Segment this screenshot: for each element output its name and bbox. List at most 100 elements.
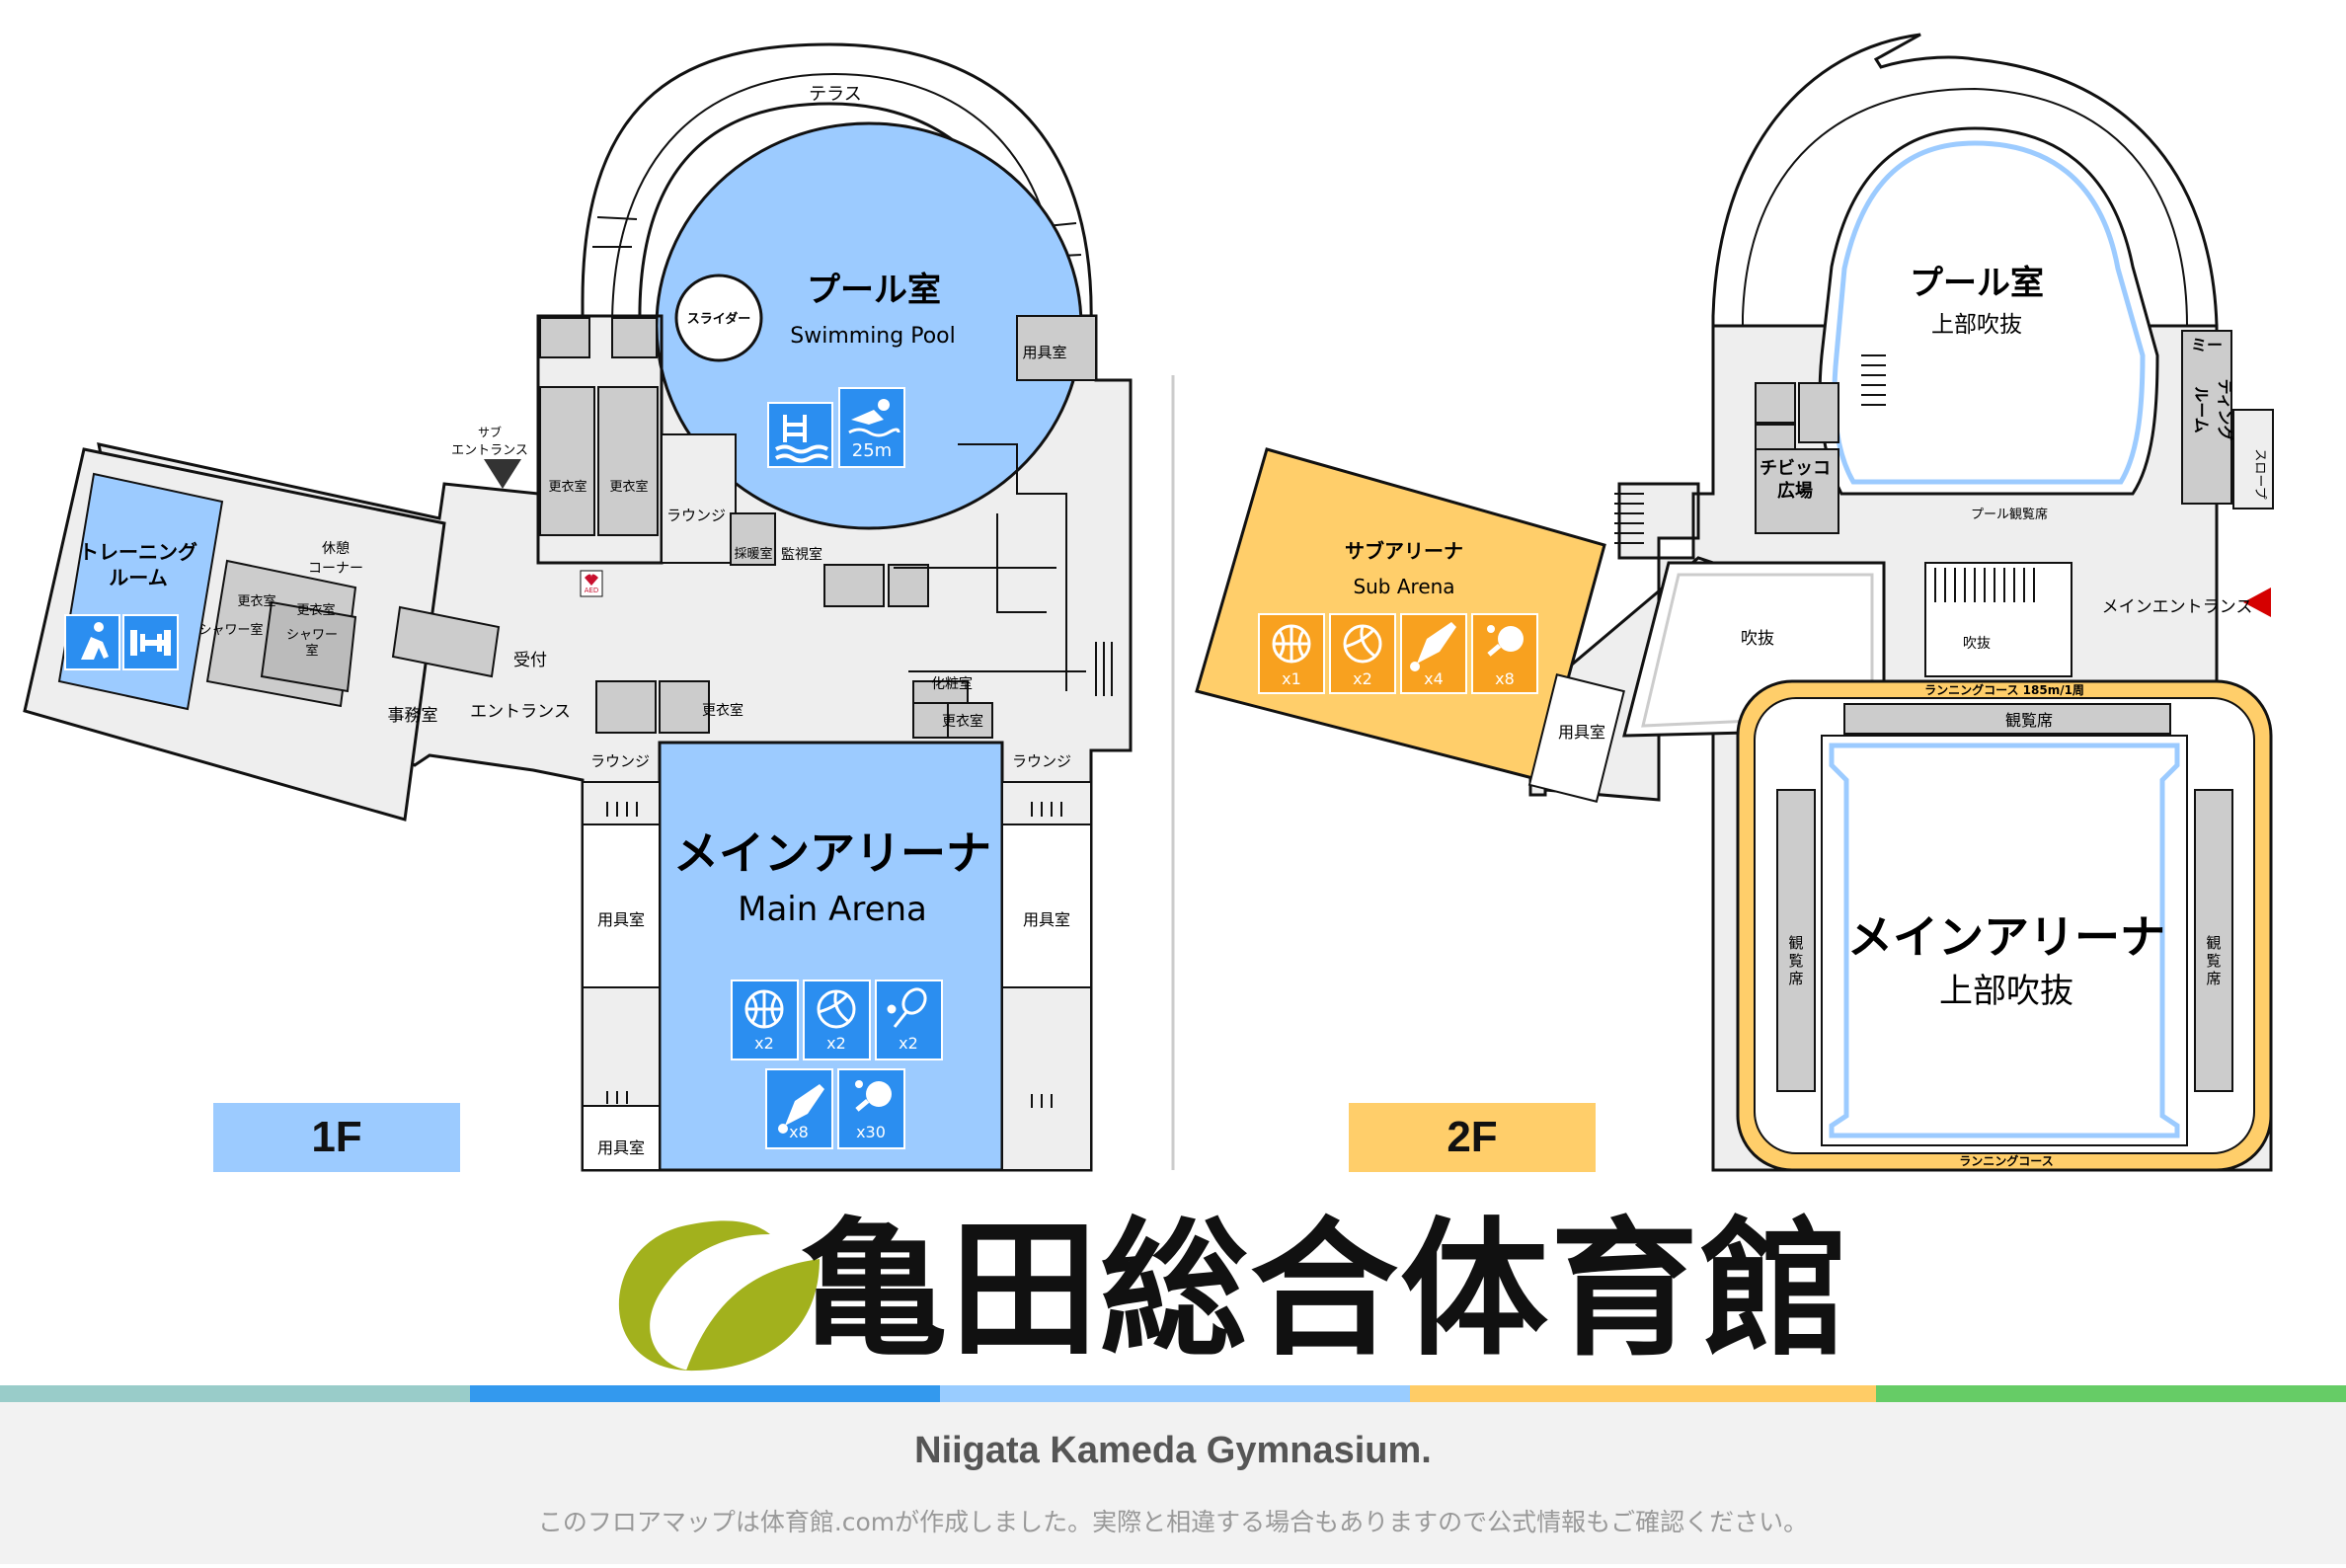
left-stairs-2f: [1614, 493, 1644, 544]
seats-right-label-2: 覧: [2206, 952, 2221, 970]
swimmer-icon: [848, 399, 900, 437]
volleyball-icon: [817, 989, 856, 1029]
arena-2f-subtitle: 上部吹抜: [1939, 972, 2073, 1011]
locker-b-label: 更衣室: [609, 479, 648, 495]
sub-entrance-label-2: エントランス: [451, 443, 528, 458]
office-label: 事務室: [388, 706, 438, 726]
aed-icon: [585, 574, 598, 586]
shower-label-2b: 室: [305, 643, 318, 659]
sub-arena-court-icons: x1 x2 x4 x8: [1258, 613, 1538, 694]
powder-room-label: 化粧室: [931, 675, 973, 692]
slope-label: スロープ: [2252, 448, 2267, 499]
seats-top-label: 観覧席: [2005, 711, 2053, 730]
logo-leaf-icon: [618, 1220, 820, 1372]
sub-arena-storage: [1527, 673, 1625, 803]
meeting-room: [2181, 330, 2232, 505]
pool-seats-label: プール観覧席: [1971, 507, 2048, 522]
court-count-5: x30: [856, 1123, 886, 1141]
reception-label: 受付: [513, 651, 547, 670]
rest-corner-label-2: コーナー: [308, 561, 363, 577]
basketball-icon: [744, 989, 784, 1029]
tennis-icon: [887, 987, 927, 1028]
floor-1-badge: 1F: [213, 1103, 460, 1172]
training-label-2: ルーム: [109, 566, 167, 589]
seats-left-label-3: 席: [1788, 970, 1803, 987]
entrance-label: エントランス: [470, 702, 571, 722]
storage-2f-label: 用具室: [1558, 723, 1605, 742]
floor-2-badge: 2F: [1349, 1103, 1596, 1172]
storage-top-label: 用具室: [1022, 344, 1066, 361]
floor-2: x1 x2 x4 x8 プール室 上部吹抜 ミー ティング ルーム スロープ チ…: [1195, 33, 2274, 1172]
locker-a-label: 更衣室: [548, 479, 586, 495]
color-stripe-5: [1876, 1385, 2346, 1402]
court-count-4: x8: [789, 1123, 809, 1141]
pool-atrium-inner: [1832, 140, 2146, 485]
lounge-right-label: ラウンジ: [1012, 752, 1071, 770]
dome-inner-line: [1742, 87, 2188, 523]
court-tile-4: [765, 1068, 833, 1149]
storage-bottom-label: 用具室: [597, 1138, 645, 1157]
table-tennis-icon: [1487, 625, 1524, 657]
kids-label-2: 広場: [1777, 480, 1813, 502]
arena-seats-right: [2194, 789, 2233, 1092]
locker-c-label: 更衣室: [702, 702, 743, 719]
pool-subtitle: Swimming Pool: [790, 324, 955, 349]
lounge-left-label: ラウンジ: [590, 752, 650, 770]
slider-circle: [674, 274, 763, 362]
heating-room-label: 採暖室: [734, 546, 772, 562]
kids-area-rooms: [1755, 382, 1839, 534]
slider-label: スライダー: [687, 311, 750, 327]
table-tennis-icon: [855, 1080, 892, 1112]
shower-label-1: シャワー室: [198, 622, 263, 638]
arena-seats-top: [1843, 703, 2171, 735]
facility-title-block: 亀田総合体育館: [602, 1210, 1848, 1372]
sub-arena-subtitle: Sub Arena: [1353, 575, 1454, 598]
pool-length-label: 25m: [852, 440, 892, 461]
dumbbell-icon: [130, 630, 171, 656]
atrium-center: [1924, 562, 2072, 677]
running-top-label: ランニングコース 185m/1周: [1924, 682, 2084, 697]
training-room-2: [391, 605, 501, 678]
kids-label-1: チビッコ: [1760, 458, 1831, 479]
seats-right-label-1: 観: [2206, 934, 2221, 952]
seats-left-label-1: 観: [1788, 934, 1803, 952]
footer: [0, 1402, 2346, 1564]
arena-subtitle: Main Arena: [738, 890, 927, 929]
main-entrance-label: メインエントランス: [2102, 597, 2253, 617]
slope-column: [2232, 409, 2274, 510]
atrium-center-stairs: [1934, 568, 2035, 602]
footer-title: Niigata Kameda Gymnasium.: [914, 1430, 1432, 1471]
sub-court-count-1: x1: [1282, 669, 1301, 688]
lounge-top-label: ラウンジ: [666, 507, 726, 524]
kids-area-stairs: [1861, 354, 1886, 406]
arena-seats-left: [1776, 789, 1816, 1092]
arena-void-2f: [1829, 743, 2180, 1138]
lower-rooms: [595, 680, 993, 739]
court-tile-5: [837, 1068, 905, 1149]
court-count-1: x2: [754, 1034, 774, 1053]
monitor-room-label: 監視室: [781, 546, 822, 563]
atrium-center-label: 吹抜: [1963, 636, 1991, 652]
terrace-inner-line: [611, 72, 1061, 327]
basketball-icon: [1272, 624, 1311, 664]
arena-side-stairs: [606, 802, 1062, 1108]
court-count-2: x2: [826, 1034, 846, 1053]
sub-court-count-2: x2: [1353, 669, 1372, 688]
lounge-block: [661, 433, 737, 564]
training-lockers: [205, 559, 357, 708]
atrium-left-label: 吹抜: [1741, 629, 1774, 649]
aed-label: AED: [585, 587, 599, 594]
sub-arena-title: サブアリーナ: [1345, 539, 1463, 563]
heating-room: [730, 512, 776, 566]
locker-tr-label-2: 更衣室: [296, 602, 335, 618]
color-stripe-1: [0, 1385, 470, 1402]
terrace-outer: [581, 42, 1093, 328]
meeting-label-2: ティング: [2216, 378, 2234, 440]
floor-1: AED 25m: [23, 42, 1133, 1172]
storage-right-label: 用具室: [1023, 910, 1070, 929]
footer-note: このフロアマップは体育館.comが作成しました。実際と相違する場合もありますので…: [537, 1508, 1809, 1536]
treadmill-icon: [81, 622, 109, 660]
pool-title: プール室: [807, 271, 941, 310]
facility-title: 亀田総合体育館: [800, 1205, 1851, 1376]
